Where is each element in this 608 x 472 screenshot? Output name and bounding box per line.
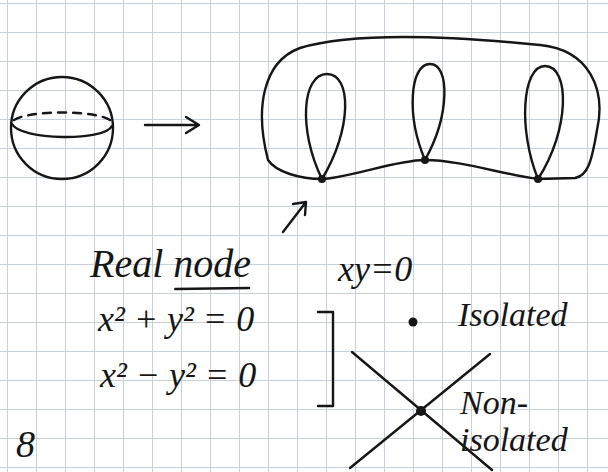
page-number: 8: [16, 424, 35, 466]
isolated-point: [409, 318, 418, 327]
crossing-point: [416, 406, 426, 416]
loop: [306, 74, 345, 179]
node-dot: [421, 156, 429, 164]
loop: [525, 66, 563, 179]
label-text: Isolated: [458, 296, 568, 333]
map-arrow: [145, 117, 199, 133]
node-dot: [318, 175, 326, 183]
bracket: [318, 312, 333, 406]
sphere-equator-back: [14, 113, 110, 121]
leader-arrow: [283, 202, 306, 232]
equation: x² + y² = 0: [98, 300, 254, 340]
label-text: Real node: [90, 242, 251, 286]
sphere: [11, 77, 113, 179]
sphere-equator-front: [12, 124, 112, 137]
node-dot: [534, 175, 542, 183]
equation: xy=0: [338, 250, 412, 290]
surface-outline: [262, 37, 599, 179]
label-text: Non- isolated: [460, 384, 590, 459]
equation: x² − y² = 0: [100, 356, 256, 396]
underline: [175, 288, 249, 289]
loop: [413, 64, 445, 160]
